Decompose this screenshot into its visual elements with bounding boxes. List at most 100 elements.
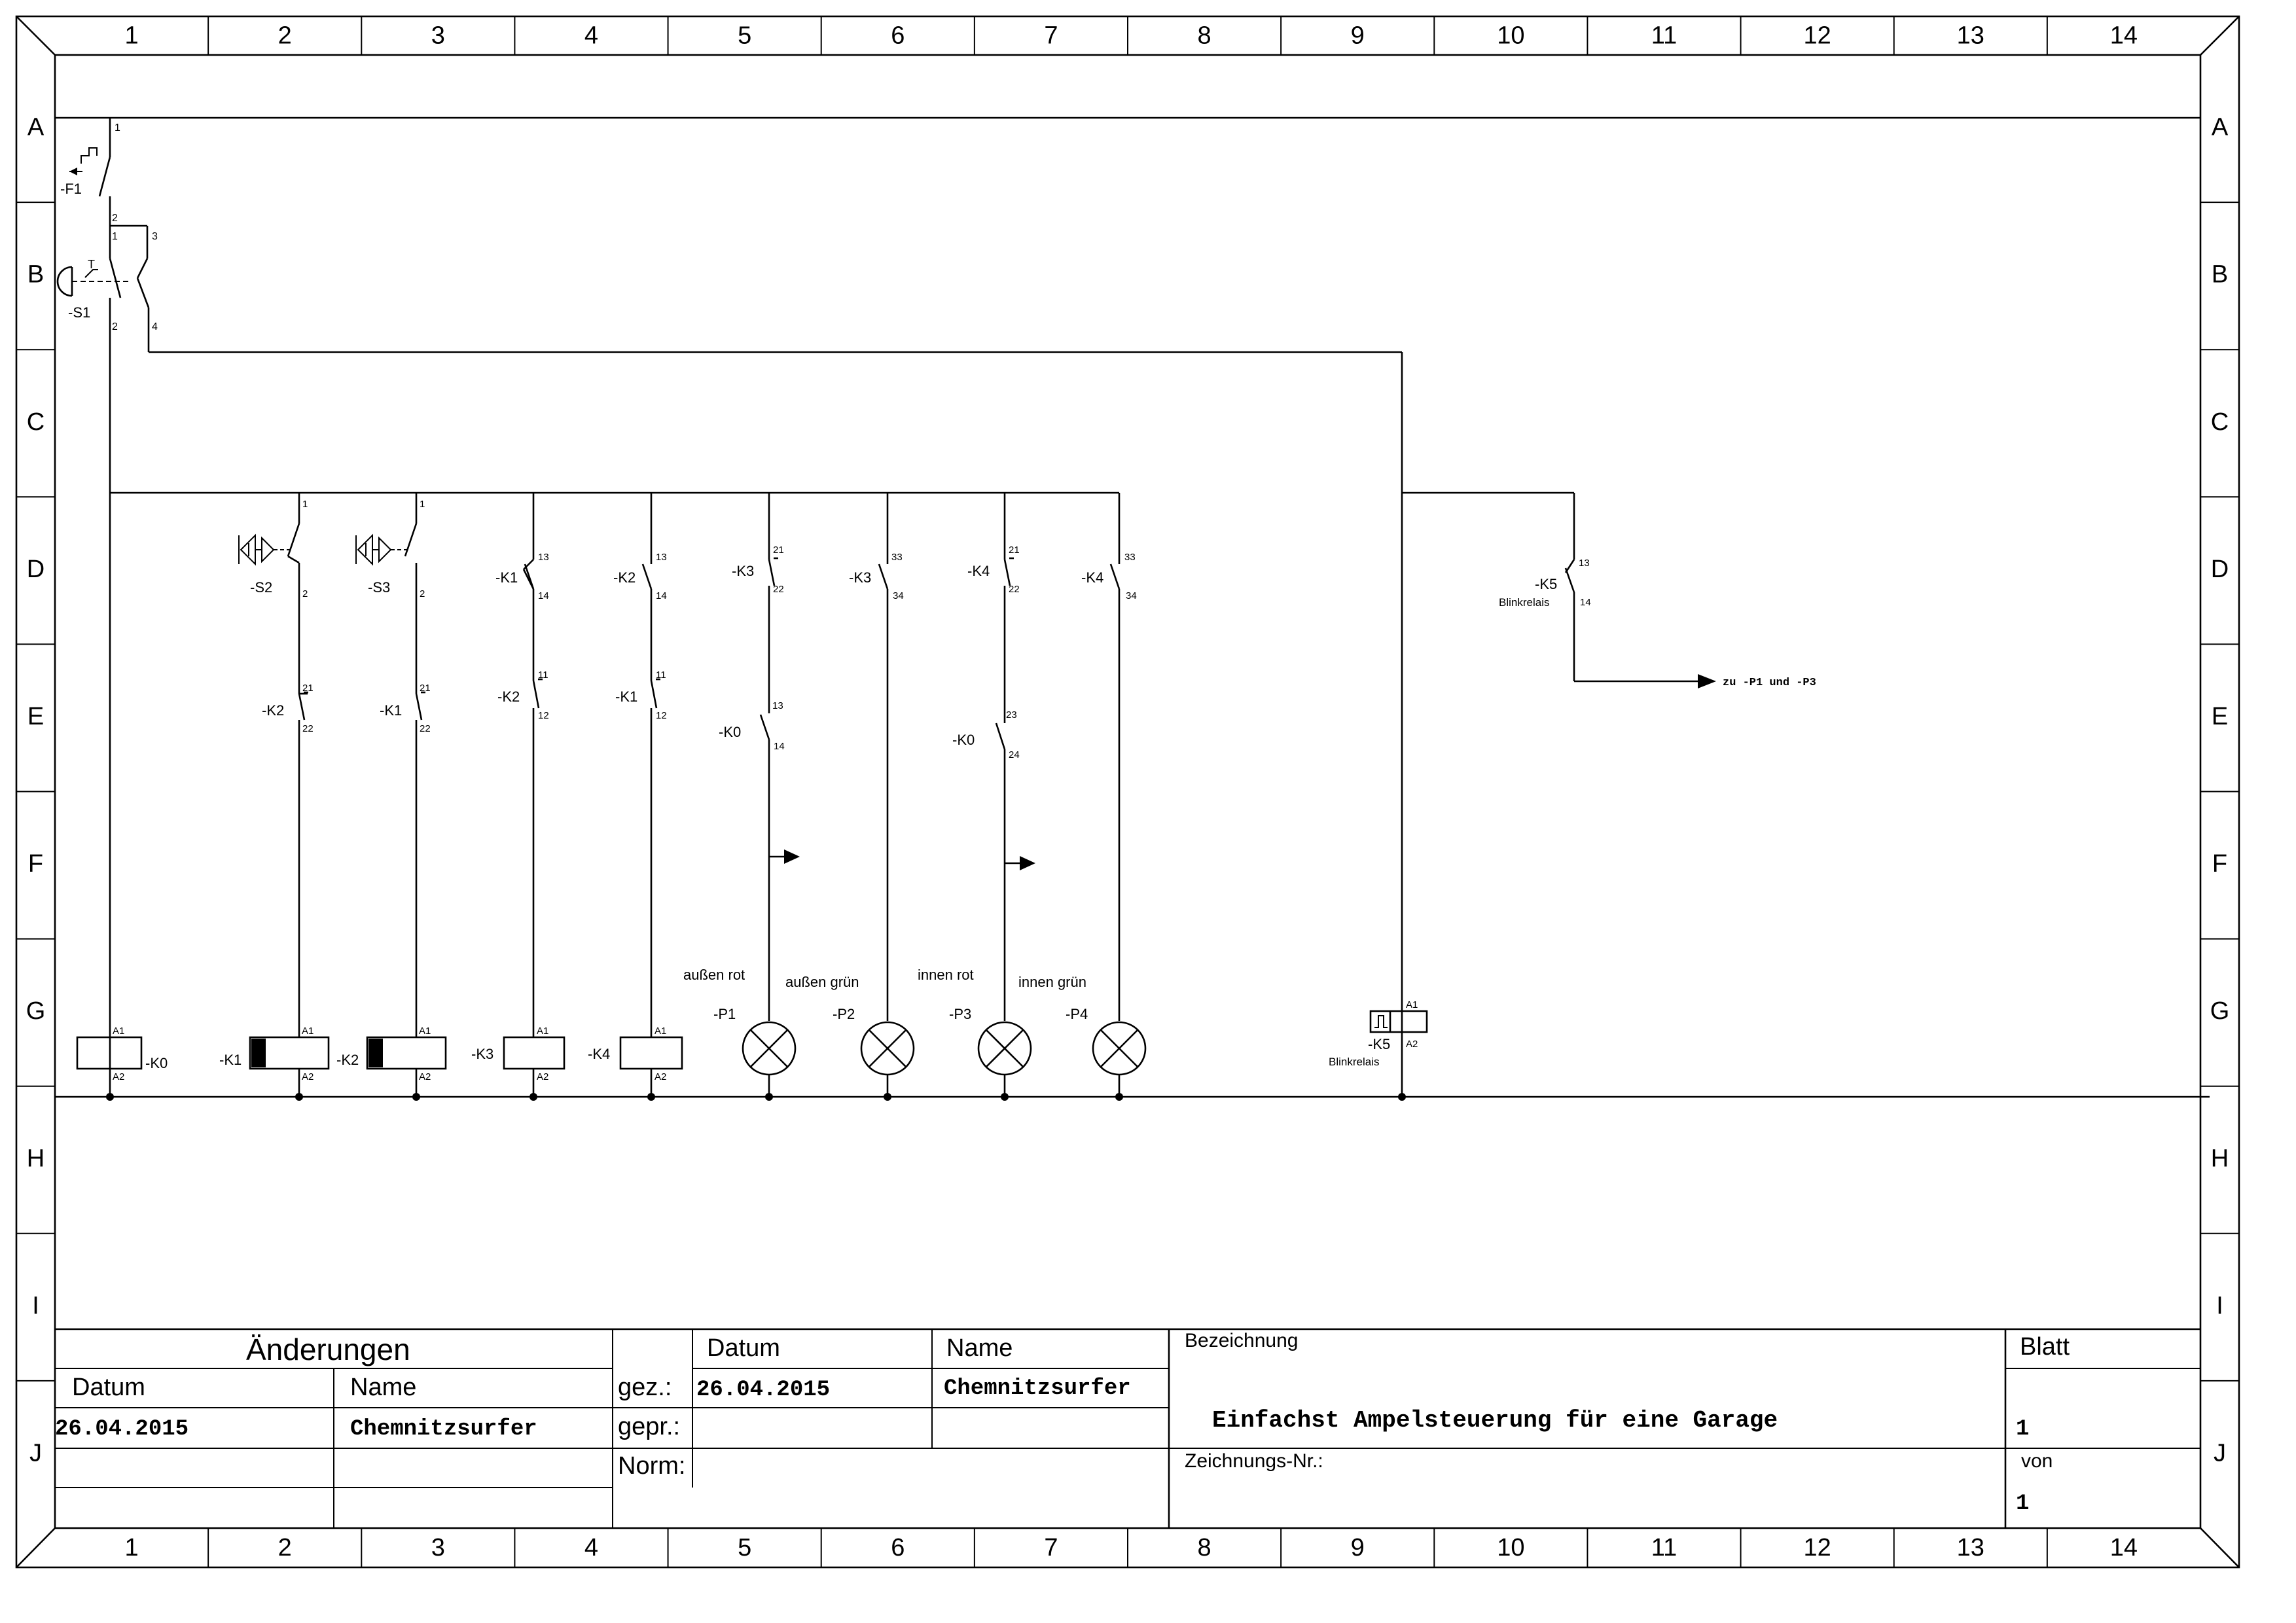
svg-text:gepr.:: gepr.:	[618, 1413, 680, 1440]
svg-text:A2: A2	[1406, 1039, 1418, 1050]
flasher-relay-K5: -K5 Blinkrelais 13 14 zu -P1 und -P3 A1 …	[1329, 558, 1816, 1097]
title-block: Änderungen Datum Name 26.04.2015 Chemnit…	[55, 1328, 2200, 1528]
F1-label: -F1	[60, 181, 82, 197]
grid-row-E: E	[27, 703, 44, 730]
K2-no-label: -K2	[613, 569, 636, 586]
svg-text:A2: A2	[113, 1071, 124, 1082]
svg-text:34: 34	[893, 590, 904, 601]
K1-nc-label: -K1	[380, 702, 402, 719]
grid-row-right-J: J	[2214, 1439, 2226, 1467]
grid-col-4: 4	[584, 22, 598, 50]
svg-text:12: 12	[538, 710, 549, 721]
svg-text:A2: A2	[537, 1071, 548, 1082]
svg-text:21: 21	[773, 544, 784, 556]
svg-text:33: 33	[891, 552, 903, 563]
svg-text:1: 1	[420, 499, 425, 510]
grid-col-bottom-7: 7	[1044, 1534, 1058, 1561]
von-value: 1	[2016, 1491, 2029, 1516]
K3-nc-label: -K3	[732, 563, 754, 579]
svg-text:21: 21	[1009, 544, 1020, 556]
svg-text:13: 13	[772, 700, 783, 711]
grid-col-10: 10	[1497, 22, 1524, 50]
grid-row-H: H	[27, 1145, 45, 1172]
S2-label: -S2	[250, 579, 272, 596]
svg-text:A2: A2	[419, 1071, 431, 1082]
grid-col-11: 11	[1651, 22, 1677, 50]
K0-no2-label: -K0	[952, 732, 975, 748]
K1-no-label: -K1	[495, 569, 518, 586]
grid-col-1: 1	[125, 22, 139, 50]
grid-row-right-B: B	[2212, 261, 2228, 289]
P4-label: -P4	[1066, 1006, 1088, 1022]
svg-text:14: 14	[538, 590, 549, 601]
grid-row-G: G	[26, 997, 46, 1025]
junction-dots	[106, 1093, 1406, 1101]
gez-date: 26.04.2015	[696, 1378, 830, 1402]
F1-t1: 1	[115, 122, 120, 134]
grid-row-J: J	[29, 1439, 42, 1467]
emergency-stop-S1: T -S1 1 3 2 4	[56, 231, 158, 332]
grid-row-right-I: I	[2216, 1292, 2223, 1319]
S1-t1: 1	[112, 231, 118, 242]
K3-coil-label: -K3	[471, 1046, 493, 1062]
svg-text:2: 2	[420, 588, 425, 599]
S3-label: -S3	[368, 579, 390, 596]
K2-coil-label: -K2	[336, 1052, 359, 1068]
svg-text:12: 12	[656, 710, 667, 721]
svg-text:2: 2	[302, 588, 308, 599]
K3-no-label: -K3	[849, 569, 871, 586]
svg-text:A1: A1	[655, 1026, 666, 1037]
grid-row-right-C: C	[2211, 408, 2229, 436]
K0-no1-label: -K0	[719, 724, 741, 740]
grid-row-A: A	[27, 114, 45, 141]
grid-col-bottom-10: 10	[1497, 1534, 1524, 1561]
svg-text:Zeichnungs-Nr.:: Zeichnungs-Nr.:	[1185, 1450, 1323, 1472]
grid-col-9: 9	[1351, 22, 1365, 50]
svg-text:13: 13	[538, 552, 549, 563]
svg-text:T: T	[88, 258, 95, 271]
grid-lines	[16, 16, 2239, 1567]
svg-text:Datum: Datum	[72, 1374, 145, 1401]
coil-K0: A1 A2 -K0	[76, 1026, 168, 1097]
P3-desc: innen rot	[918, 967, 974, 983]
svg-text:22: 22	[1009, 584, 1020, 595]
grid-row-B: B	[27, 261, 44, 289]
svg-text:A1: A1	[113, 1026, 124, 1037]
grid-col-bottom-3: 3	[431, 1534, 445, 1561]
S1-t2: 2	[112, 321, 118, 332]
K1-coil-label: -K1	[219, 1052, 242, 1068]
grid-row-I: I	[32, 1292, 39, 1319]
svg-text:1: 1	[302, 499, 308, 510]
K5-contact-label: -K5	[1535, 576, 1557, 592]
svg-text:24: 24	[1009, 749, 1020, 760]
svg-text:13: 13	[1579, 558, 1590, 569]
svg-text:Blatt: Blatt	[2020, 1333, 2070, 1361]
grid-row-right-H: H	[2211, 1145, 2229, 1172]
svg-text:Name: Name	[350, 1374, 416, 1401]
branch-P1: -K3 21 22 -K0 13 14 außen rot -P1	[683, 493, 800, 1097]
branch-P3: -K4 21 22 -K0 23 24 innen rot -P3	[918, 493, 1035, 1097]
P3-label: -P3	[949, 1006, 971, 1022]
grid-col-2: 2	[278, 22, 292, 50]
grid-row-right-E: E	[2212, 703, 2228, 730]
svg-text:von: von	[2021, 1450, 2053, 1472]
grid-col-bottom-5: 5	[738, 1534, 751, 1561]
breaker-F1: -F1 1 2	[60, 122, 120, 224]
P4-desc: innen grün	[1018, 974, 1086, 990]
branch-S3-K2: -S3 1 2 -K1 21 22 A1 A2 -K2	[336, 493, 447, 1097]
S1-t4: 4	[152, 321, 158, 332]
svg-text:14: 14	[1580, 597, 1591, 608]
K0-coil-label: -K0	[145, 1055, 168, 1071]
grid-col-8: 8	[1198, 22, 1211, 50]
branch-K3: -K1 13 14 -K2 11 12 A1 A2 -K3	[471, 493, 565, 1097]
svg-text:21: 21	[420, 683, 431, 694]
K1-nc2-label: -K1	[615, 688, 637, 705]
svg-text:Name: Name	[946, 1334, 1013, 1362]
supply-rails	[55, 116, 2210, 1098]
svg-text:gez.:: gez.:	[618, 1374, 672, 1401]
svg-text:A1: A1	[537, 1026, 548, 1037]
svg-text:22: 22	[302, 723, 314, 734]
P1-label: -P1	[713, 1006, 736, 1022]
